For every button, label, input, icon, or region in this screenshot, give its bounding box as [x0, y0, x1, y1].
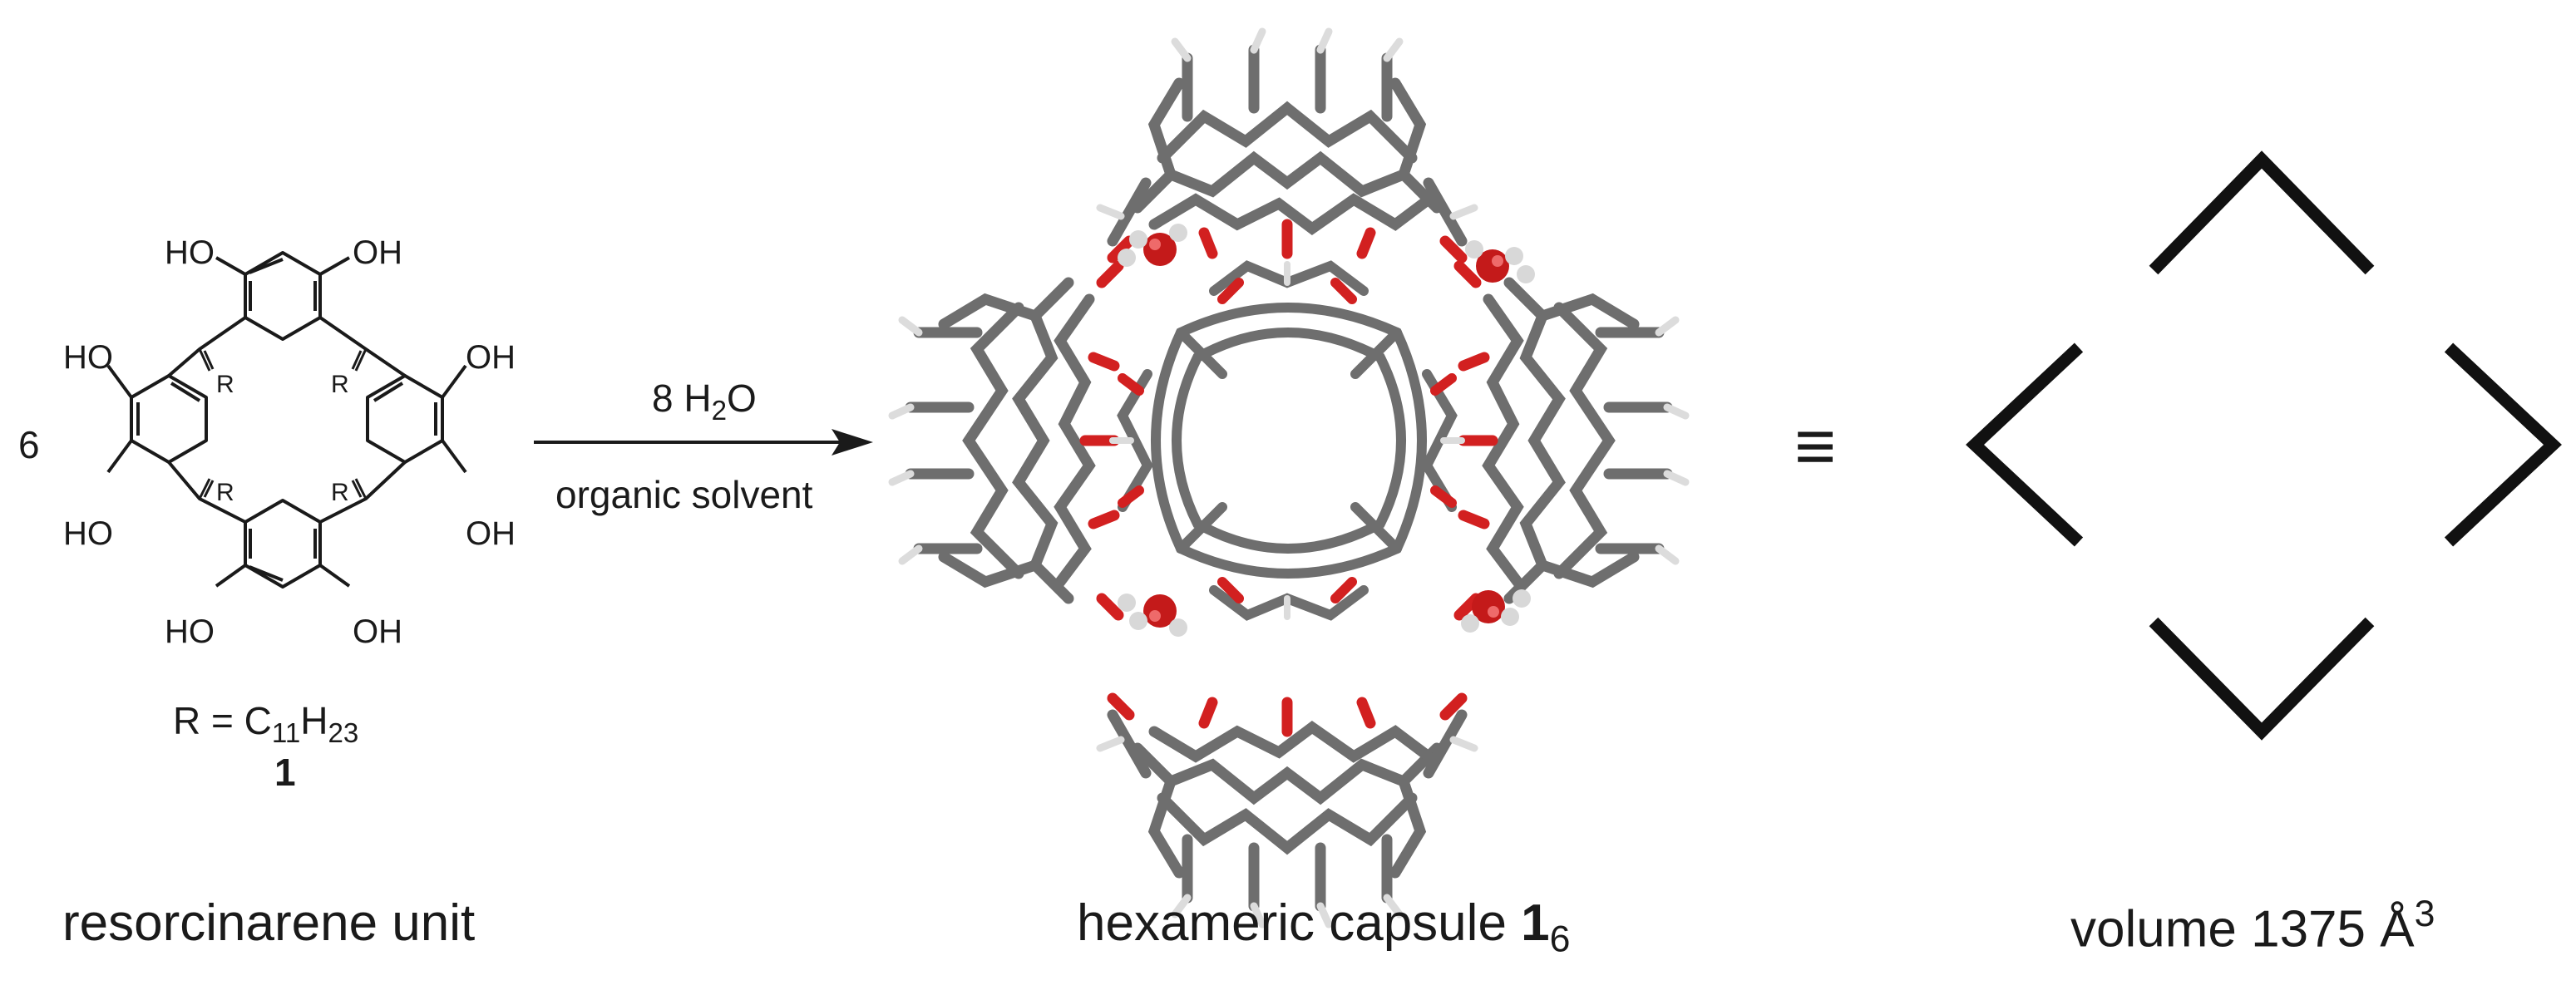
r-label: R	[331, 479, 349, 506]
capsule-caption: hexameric capsule 16	[1077, 894, 1571, 960]
volume-caption: volume 1375 Å3	[2070, 894, 2435, 958]
oh-label-top-right: OH	[353, 234, 402, 271]
coefficient-label: 6	[18, 423, 40, 466]
r-label: R	[216, 479, 234, 506]
oh-label-top-left: HO	[165, 234, 215, 271]
equivalence-symbol: ≡	[1794, 406, 1837, 486]
r-label: R	[331, 371, 349, 398]
reagent-label: 8 H2O	[652, 377, 757, 426]
compound-number: 1	[274, 751, 296, 794]
resorcinarene-caption: resorcinarene unit	[62, 894, 476, 952]
r-label: R	[216, 371, 234, 398]
schematic-right-chevron	[2444, 342, 2562, 547]
oh-label-bottom-right: OH	[353, 613, 402, 650]
oh-label-bottom-left: HO	[165, 613, 215, 650]
schematic-top-chevron	[2149, 150, 2375, 275]
schematic-left-chevron	[1966, 342, 2084, 547]
schematic-bottom-chevron	[2149, 617, 2375, 741]
oh-label-left-lower: HO	[63, 515, 113, 552]
oh-label-left-upper: HO	[63, 339, 113, 376]
r-definition: R = C11H23	[173, 699, 359, 749]
conditions-label: organic solvent	[555, 473, 813, 516]
oh-label-right-lower: OH	[466, 515, 516, 552]
oh-label-right-upper: OH	[466, 339, 516, 376]
